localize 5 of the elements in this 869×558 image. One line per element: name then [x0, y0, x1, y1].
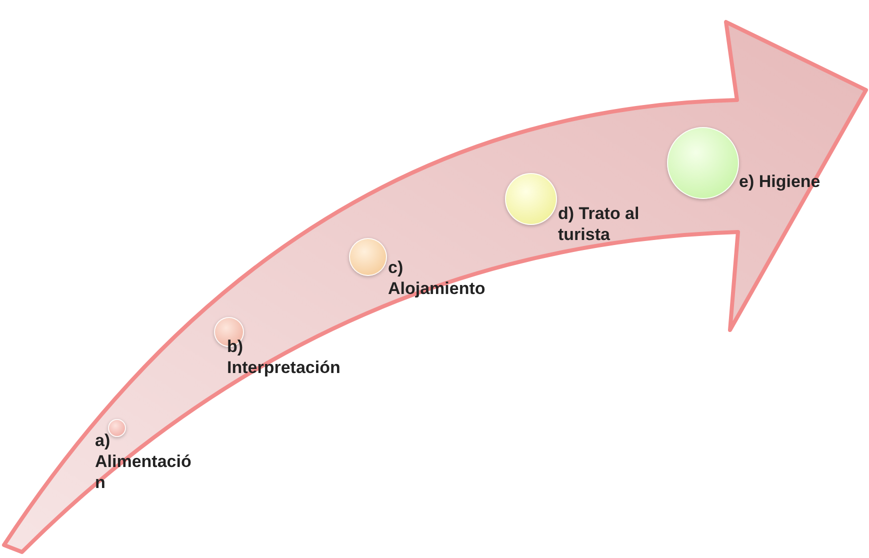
step-label: c) Alojamiento	[388, 257, 486, 299]
step-label: b) Interpretación	[227, 336, 342, 378]
step-label: d) Trato al turista	[558, 203, 640, 245]
step-label: a) Alimentación	[95, 430, 192, 493]
step-label: e) Higiene	[739, 171, 822, 192]
